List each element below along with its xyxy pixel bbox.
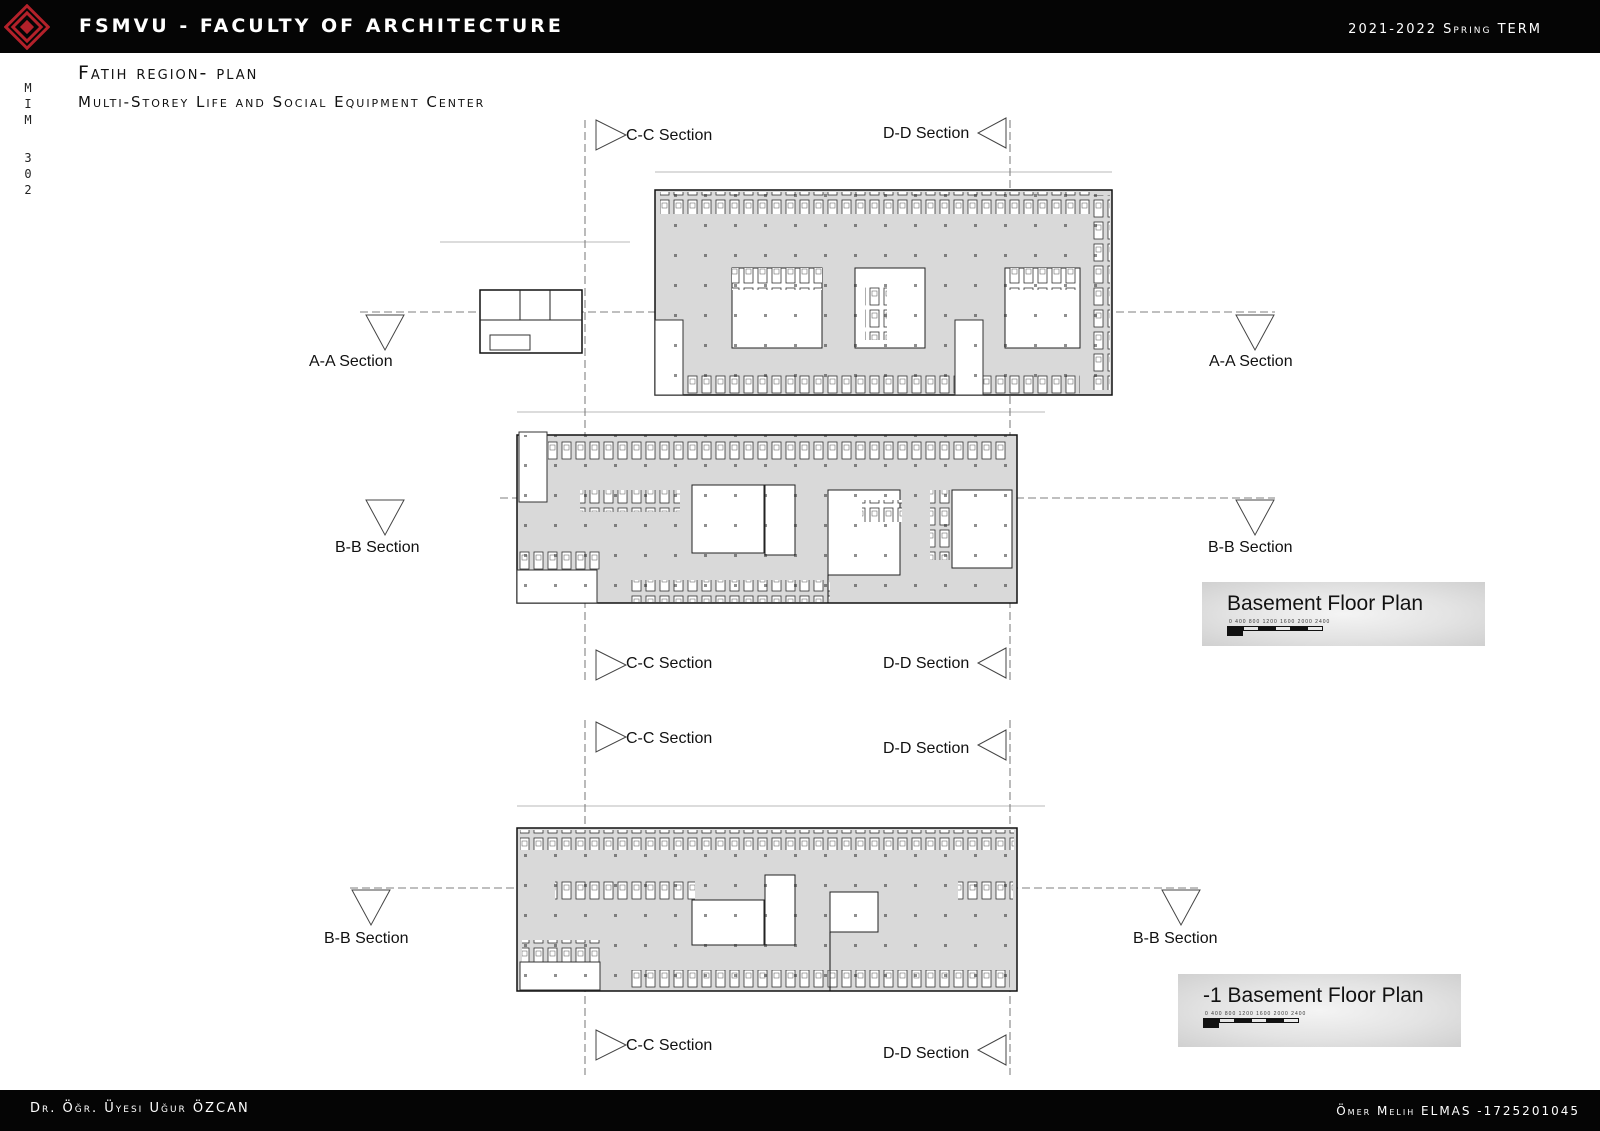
section-label-bb: B-B Section xyxy=(1133,930,1217,947)
scale-bar xyxy=(1203,1018,1313,1028)
page-title: Fatih region- plan xyxy=(78,62,259,84)
basement-floor-plan xyxy=(440,171,1113,604)
basement-plan-title: Basement Floor Plan xyxy=(1227,592,1424,615)
course-code-letter: 3 xyxy=(24,151,32,165)
section-label-dd: D-D Section xyxy=(883,125,969,142)
course-code-letter: 0 xyxy=(24,167,32,181)
minus-one-plan-title-box: -1 Basement Floor Plan 0 400 800 1200 16… xyxy=(1178,974,1461,1047)
faculty-title: FSMVU - FACULTY OF ARCHITECTURE xyxy=(79,15,564,37)
section-label-aa: A-A Section xyxy=(309,353,393,370)
minus-one-basement-floor-plan xyxy=(516,805,1045,992)
section-label-aa: A-A Section xyxy=(1209,353,1293,370)
header-bar: FSMVU - FACULTY OF ARCHITECTURE 2021-202… xyxy=(0,0,1600,53)
basement-plan-title-box: Basement Floor Plan 0 400 800 1200 1600 … xyxy=(1202,582,1485,646)
section-label-cc: C-C Section xyxy=(626,127,712,144)
section-label-cc: C-C Section xyxy=(626,1037,712,1054)
course-code-letter: I xyxy=(24,97,32,111)
course-code-vertical: M I M 3 0 2 xyxy=(20,80,36,198)
section-label-dd: D-D Section xyxy=(883,1045,969,1062)
course-code-letter: 2 xyxy=(24,183,32,197)
section-label-bb: B-B Section xyxy=(335,539,419,556)
university-logo-icon xyxy=(4,4,50,50)
annex-block xyxy=(479,289,583,354)
section-label-cc: C-C Section xyxy=(626,655,712,672)
scale-bar-ticks: 0 400 800 1200 1600 2000 2400 xyxy=(1205,1011,1307,1017)
section-label-cc: C-C Section xyxy=(626,730,712,747)
minus-one-plan-title: -1 Basement Floor Plan xyxy=(1203,984,1424,1007)
section-label-bb: B-B Section xyxy=(1208,539,1292,556)
footer-bar: Dr. Öğr. Üyesi Uğur ÖZCAN Ömer Melih ELM… xyxy=(0,1090,1600,1131)
scale-bar-ticks: 0 400 800 1200 1600 2000 2400 xyxy=(1229,619,1331,625)
page-subtitle: Multi-Storey Life and Social Equipment C… xyxy=(78,93,486,111)
course-code-letter: M xyxy=(24,113,32,127)
section-label-dd: D-D Section xyxy=(883,740,969,757)
section-label-dd: D-D Section xyxy=(883,655,969,672)
course-code-letter: M xyxy=(24,81,32,95)
scale-bar xyxy=(1227,626,1337,636)
advisor-name: Dr. Öğr. Üyesi Uğur ÖZCAN xyxy=(30,1101,250,1116)
student-name: Ömer Melih ELMAS -1725201045 xyxy=(1336,1104,1580,1118)
section-label-bb: B-B Section xyxy=(324,930,408,947)
term-label: 2021-2022 Spring TERM xyxy=(1348,22,1542,37)
